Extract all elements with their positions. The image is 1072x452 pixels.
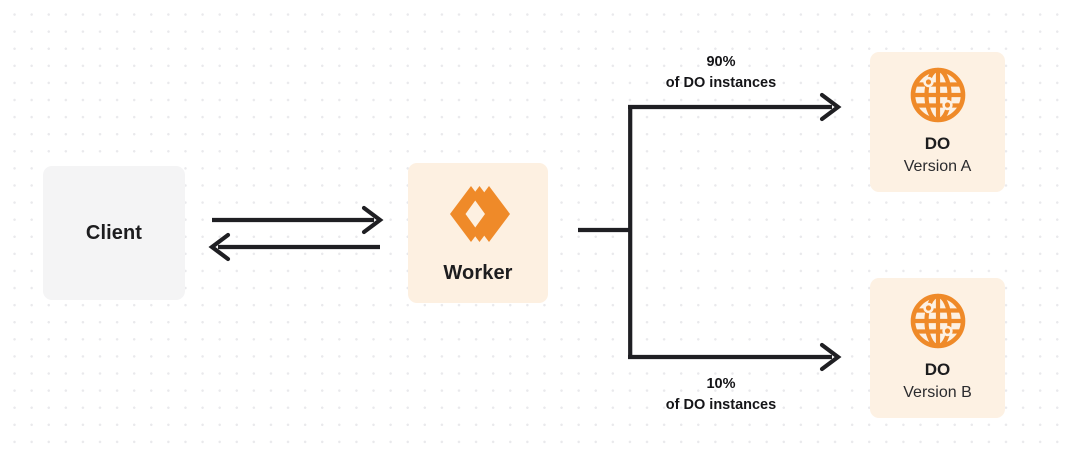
edge-label-do-b-percent: 10%: [706, 376, 736, 392]
edge-label-do-b: 10% of DO instances: [631, 374, 811, 415]
edge-worker-split-stem: [578, 105, 633, 359]
cloudflare-workers-icon: [445, 182, 511, 246]
node-do-version-b[interactable]: DO Version B: [870, 278, 1005, 418]
node-client-label: Client: [85, 222, 143, 244]
node-client[interactable]: Client: [43, 166, 185, 300]
edge-label-do-a-percent: 90%: [706, 54, 736, 70]
globe-icon: [909, 292, 967, 350]
node-do-a-label: DO: [924, 134, 951, 154]
edge-split-to-do-a: [628, 92, 842, 122]
node-do-version-a[interactable]: DO Version A: [870, 52, 1005, 192]
globe-icon: [909, 66, 967, 124]
edge-label-do-a-description: of DO instances: [665, 74, 777, 91]
edge-client-to-worker: [212, 205, 384, 235]
node-worker[interactable]: Worker: [408, 163, 548, 303]
node-do-b-label: DO: [924, 360, 951, 380]
edge-label-do-a: 90% of DO instances: [631, 52, 811, 93]
node-worker-label: Worker: [443, 262, 513, 284]
edge-label-do-b-description: of DO instances: [665, 396, 777, 413]
edge-worker-to-client: [208, 232, 380, 262]
node-do-b-version: Version B: [903, 384, 972, 402]
node-do-a-version: Version A: [903, 158, 972, 176]
edge-split-to-do-b: [628, 342, 842, 372]
